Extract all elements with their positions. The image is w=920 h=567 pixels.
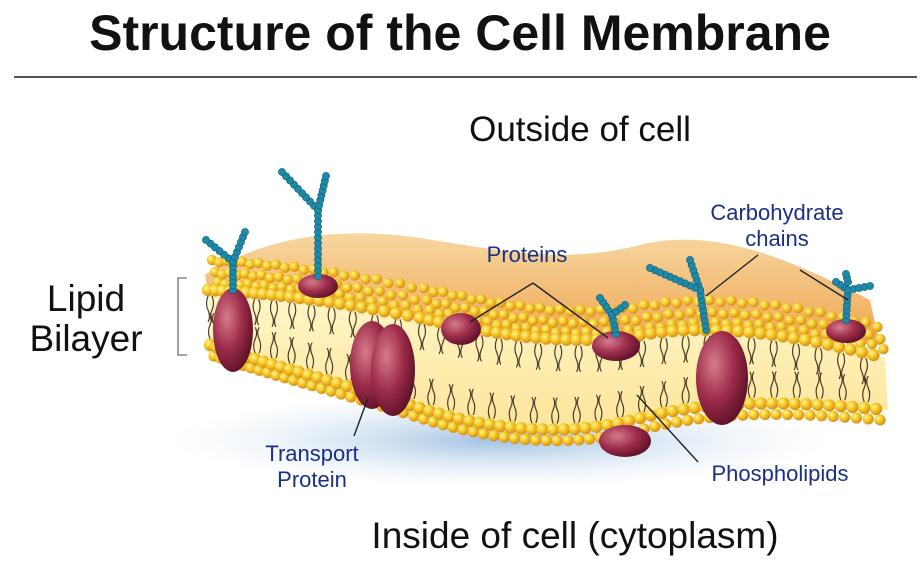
label-lipid: Lipid	[47, 278, 125, 319]
label-proteins: Proteins	[487, 242, 568, 267]
label-carbohydrate: Carbohydrate	[710, 200, 843, 225]
lipid-bilayer-bracket	[177, 277, 187, 356]
peripheral-protein-bottom	[599, 425, 651, 457]
leader-lines	[353, 254, 849, 463]
carbohydrate-chains	[202, 168, 874, 338]
label-inside-cell: Inside of cell (cytoplasm)	[371, 515, 778, 556]
label-chains: chains	[745, 226, 809, 251]
peripheral-protein-far-right	[826, 319, 866, 343]
peripheral-protein-top	[298, 274, 338, 298]
label-protein: Protein	[277, 467, 347, 492]
transport-protein	[350, 321, 415, 416]
label-phospholipids: Phospholipids	[712, 461, 849, 486]
label-outside-cell: Outside of cell	[469, 110, 691, 149]
peripheral-protein-center	[441, 313, 481, 345]
integral-protein-left	[213, 288, 253, 372]
proteins	[213, 274, 866, 457]
integral-protein-right	[696, 331, 748, 425]
peripheral-protein-right	[592, 331, 640, 361]
phospholipid-heads-inner	[203, 338, 886, 447]
page-title: Structure of the Cell Membrane	[89, 5, 831, 61]
title-divider	[14, 76, 917, 78]
label-transport: Transport	[265, 441, 358, 466]
label-bilayer: Bilayer	[29, 318, 142, 359]
